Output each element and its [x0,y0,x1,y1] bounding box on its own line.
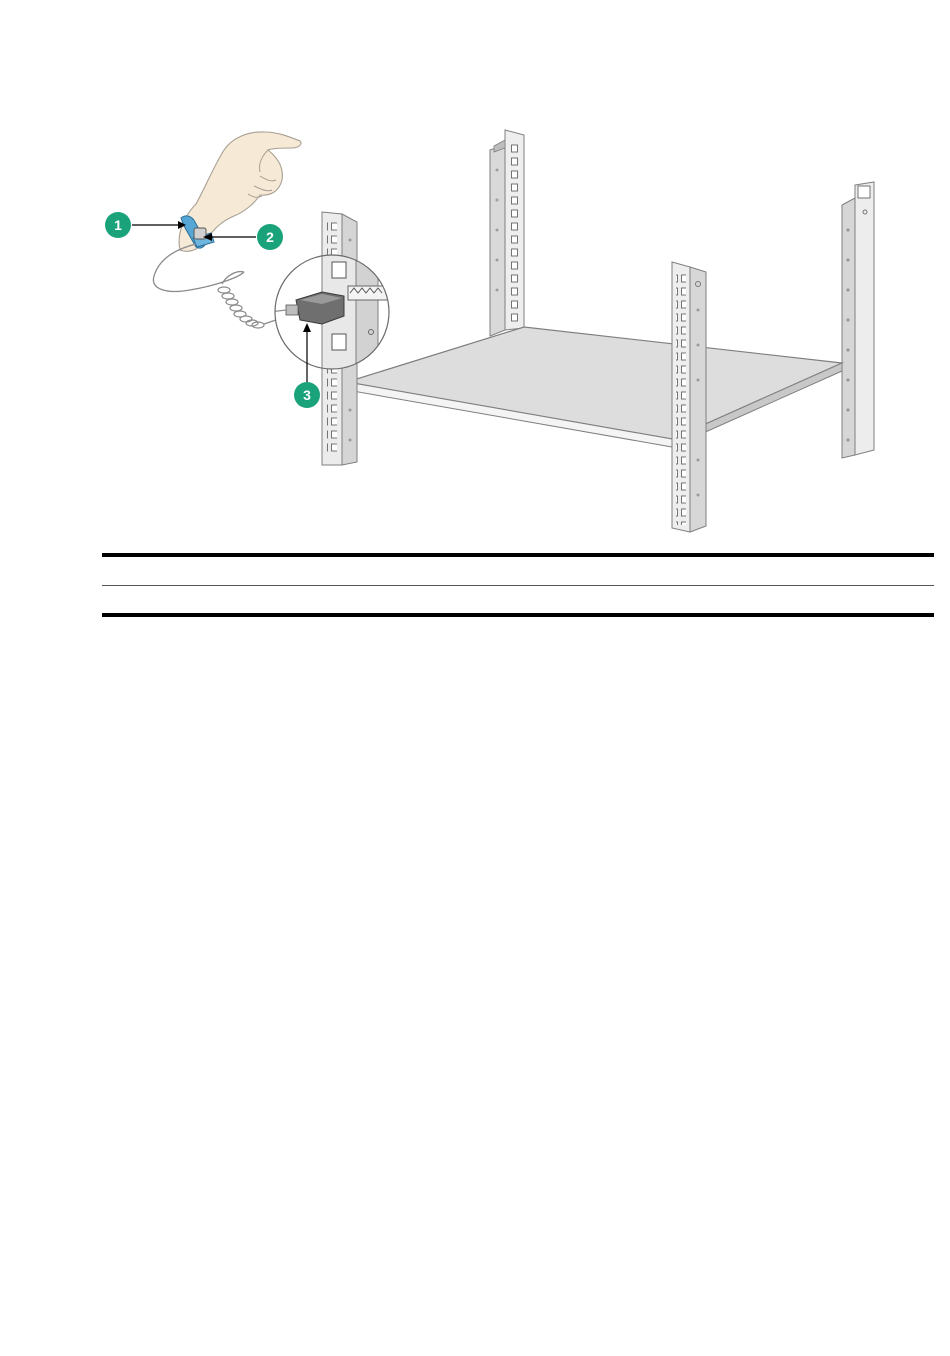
callout-3-label: 3 [303,387,311,403]
table-bottom-rule [102,613,934,617]
table-row [102,558,934,584]
callout-1: 1 [105,212,186,238]
table-row [102,587,934,613]
rack-post-rear-left [490,130,524,336]
table-top-rule [102,553,934,557]
rack-post-rear-right [842,182,874,458]
callout-2-label: 2 [266,229,274,245]
zoom-detail-circle [270,250,389,380]
coiled-ground-cable [153,244,282,328]
table-row-divider [102,585,934,586]
rack-post-front-right [672,262,706,532]
esd-wrist-strap-diagram: 1 2 3 [0,0,950,545]
callout-1-label: 1 [114,217,122,233]
rack-shelf [347,327,842,447]
